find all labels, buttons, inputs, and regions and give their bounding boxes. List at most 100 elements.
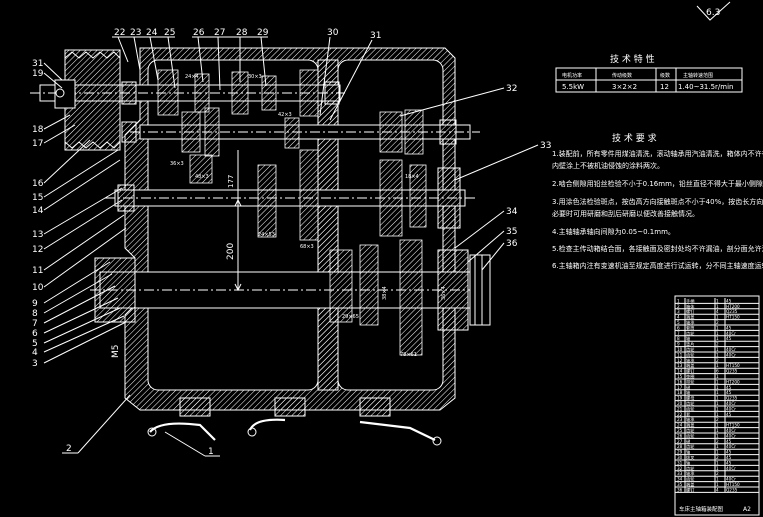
spec-header: 电机功率 [562,72,582,79]
parts-cell: 26 [677,433,683,438]
roughness-symbol: 6.3 [696,1,731,21]
parts-cell: 40Cr [726,477,736,482]
parts-cell: HT150 [726,363,740,368]
parts-cell: 螺钉 [686,368,695,375]
part-number: 29 [257,28,269,38]
part-number: 17 [32,139,43,149]
parts-cell: 1 [716,298,719,303]
parts-cell: 40Cr [726,444,736,449]
parts-cell: HT150 [726,315,740,320]
spec-value: 1.40~31.5r/min [678,83,733,91]
callouts-left: 31 19 18 17 16 15 14 13 12 11 10 9 8 7 6… [32,59,127,369]
parts-cell: 2 [716,439,719,444]
part-number: 26 [193,28,205,38]
parts-cell: 键 [686,438,691,445]
part-number: 14 [32,206,44,216]
parts-cell: Q235 [726,369,738,374]
parts-cell: 1 [716,460,719,465]
parts-cell: 40Cr [726,331,736,336]
parts-cell: 1 [716,433,719,438]
requirement-item: 3.用涂色法检验斑点，按齿高方向接触斑点不小于40%，按齿长方向接触斑点不小于5… [552,197,763,206]
part-number: 28 [236,28,248,38]
spec-value: 3×2×2 [612,83,637,91]
parts-cell: 齿轮 [686,400,695,407]
part-number: 32 [506,84,517,94]
parts-cell: 键 [686,384,691,391]
parts-cell: 40Cr [726,347,736,352]
part-number: 9 [32,299,38,309]
parts-cell: 轴承 [686,470,695,477]
parts-cell: 螺钉 [686,486,695,493]
parts-cell: 1 [716,412,719,417]
spec-header: 主轴转速范围 [683,72,713,79]
parts-cell: 垫圈 [686,373,694,380]
parts-cell: 45 [726,385,732,390]
callouts-bottom: 2 1 [62,394,220,457]
parts-cell: 齿轮 [686,346,695,353]
callouts-right: 32 33 34 35 36 [399,84,551,271]
parts-cell: 1 [716,385,719,390]
parts-cell: 45 [726,336,732,341]
parts-cell: 1 [716,482,719,487]
parts-cell: 7 [677,331,680,336]
parts-cell: 齿轮 [686,476,695,483]
shaft-spindle [90,271,490,309]
parts-cell: 45 [726,450,732,455]
parts-cell: 6 [716,369,719,374]
parts-cell: 齿轮 [686,351,695,358]
parts-cell: 1 [716,315,719,320]
parts-cell: 1 [716,401,719,406]
part-number: 10 [32,283,44,293]
dim-m5: M5 [111,345,121,359]
parts-cell: 端盖 [686,362,694,369]
parts-cell: Q235 [726,309,738,314]
parts-cell: 1 [677,298,680,303]
part-number: 18 [32,125,44,135]
parts-cell: 带轮 [686,378,695,385]
parts-cell: 1 [716,363,719,368]
parts-cell: 29 [677,450,683,455]
parts-cell: 1 [716,379,719,384]
pulley [54,49,121,151]
spec-value: 5.5kW [562,83,584,91]
parts-cell: 45 [726,439,732,444]
parts-cell: 8 [677,336,680,341]
sheet-size: A2 [743,506,751,513]
parts-cell: 2 [716,471,719,476]
spec-header: 传动级数 [612,72,632,79]
parts-cell: 齿轮 [686,405,695,412]
parts-cell: 11 [677,352,683,357]
spec-value: 12 [660,83,669,91]
parts-cell: 31 [677,460,683,465]
parts-cell: 1 [716,336,719,341]
parts-cell: 1 [716,374,719,379]
parts-cell: 1 [716,352,719,357]
parts-cell: 3 [677,309,680,314]
gear-label: 78×61 [400,352,417,358]
gear-label: 68×3 [300,244,314,250]
part-number: 13 [32,230,43,240]
parts-cell: 45 [726,412,732,417]
part-number: 31 [370,31,381,41]
parts-cell: 1 [716,406,719,411]
parts-cell: 2 [716,320,719,325]
parts-cell: 30 [677,455,683,460]
parts-cell: 1 [716,428,719,433]
parts-cell: 40Cr [726,401,736,406]
part-number: 16 [32,179,44,189]
part-number: 36 [506,239,518,249]
part-number: 15 [32,193,43,203]
parts-cell: 1 [716,450,719,455]
parts-cell: HT150 [726,482,740,487]
parts-cell: 23 [677,417,683,422]
parts-cell: 21 [677,406,683,411]
parts-cell: 轴承 [686,416,695,423]
part-number: 12 [32,245,43,255]
part-number: 25 [164,28,175,38]
part-number: 3 [32,359,38,369]
parts-cell: Q235 [726,487,738,492]
parts-cell: 45 [726,325,732,330]
